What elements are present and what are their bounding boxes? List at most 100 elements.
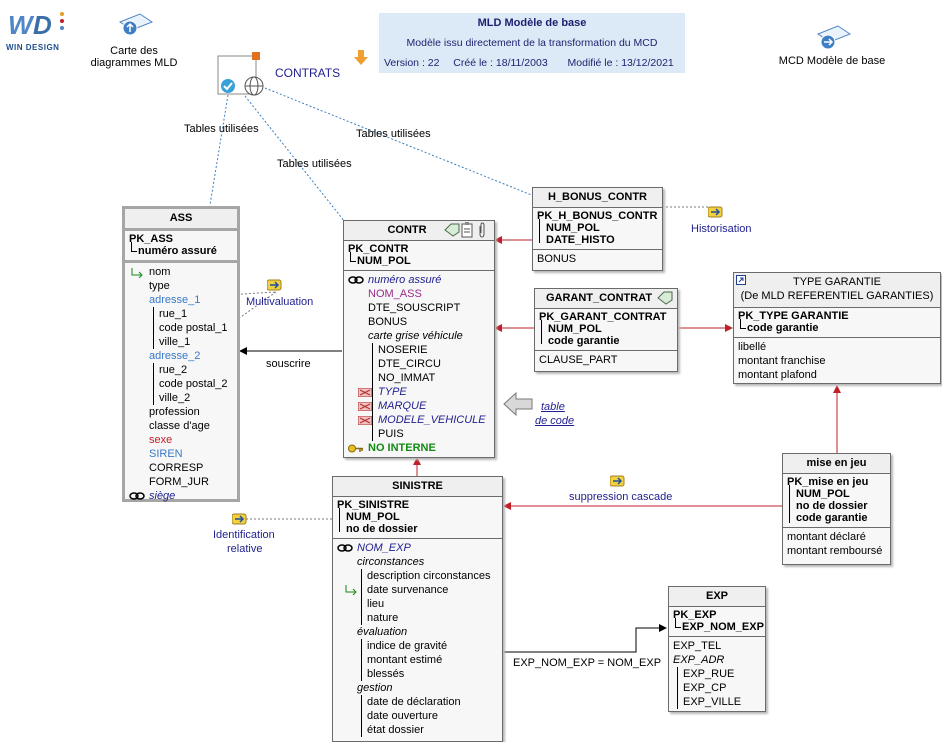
tables-utilisees-label-1: Tables utilisées	[184, 123, 259, 135]
mise-en-jeu-col-declare: montant déclaré	[787, 531, 866, 543]
model-subtitle: Modèle issu directement de la transforma…	[406, 37, 658, 49]
model-modified: Modifié le : 13/12/2021	[567, 57, 674, 69]
paperclip-icon	[479, 222, 485, 238]
historisation-label: Historisation	[691, 223, 752, 235]
table-exp-pk: PK_EXP EXP_NOM_EXP	[669, 607, 765, 637]
table-ass-title: ASS	[125, 209, 237, 231]
table-type-garantie-subtitle: (De MLD REFERENTIEL GARANTIES)	[740, 290, 934, 302]
ass-col-rue-1: rue_1	[159, 308, 188, 320]
contr-col-carte-grise: carte grise véhicule	[368, 330, 463, 342]
contr-col-modele-vehicule: MODELE_VEHICULE	[378, 414, 486, 426]
mcd-label: MCD Modèle de base	[778, 55, 886, 67]
svg-text:D: D	[33, 10, 52, 40]
table-sinistre[interactable]: SINISTRE PK_SINISTRE NUM_POL no de dossi…	[332, 476, 503, 742]
suppression-icon	[609, 474, 626, 491]
key-icon	[348, 444, 363, 453]
identification-label-1: Identification	[213, 529, 275, 541]
link-icon	[129, 492, 145, 500]
type-garantie-col-franchise: montant franchise	[738, 355, 826, 367]
table-h-bonus-contr[interactable]: H_BONUS_CONTR PK_H_BONUS_CONTR NUM_POL D…	[532, 187, 663, 271]
type-garantie-pk-name: PK_TYPE GARANTIE	[738, 310, 849, 322]
tag-icon	[444, 223, 460, 237]
h-bonus-col-bonus: BONUS	[537, 253, 577, 265]
ass-col-nom: nom	[149, 266, 171, 278]
table-contr[interactable]: CONTR PK_CONTR NUM_POL numéro assuré NOM…	[343, 220, 495, 458]
foreign-key-icon	[131, 268, 143, 278]
table-garant-contrat[interactable]: GARANT_CONTRAT PK_GARANT_CONTRAT NUM_POL…	[534, 288, 678, 372]
mise-en-jeu-pk-no-dossier: no de dossier	[796, 500, 868, 512]
sinistre-pk-num-pol: NUM_POL	[346, 511, 400, 523]
carte-diagrammes-link[interactable]: Carte des diagrammes MLD	[86, 12, 182, 69]
code-table-icon	[358, 416, 372, 425]
contrats-icon[interactable]	[216, 50, 272, 98]
model-info-box: MLD Modèle de base Modèle issu directeme…	[379, 13, 685, 73]
table-sinistre-pk: PK_SINISTRE NUM_POL no de dossier	[333, 497, 502, 539]
foreign-key-icon	[345, 585, 357, 595]
souscrire-label: souscrire	[266, 358, 311, 370]
contrats-label: CONTRATS	[275, 66, 341, 80]
sinistre-col-evaluation: évaluation	[357, 626, 408, 638]
model-title: MLD Modèle de base	[477, 17, 587, 29]
table-contr-title: CONTR	[387, 224, 427, 236]
ass-col-form-jur: FORM_JUR	[149, 476, 209, 488]
link-icon	[337, 544, 353, 552]
mise-en-jeu-col-rembourse: montant remboursé	[787, 545, 883, 557]
identification-icon	[231, 512, 248, 529]
multivaluation-icon	[266, 278, 283, 295]
tag-icon	[657, 291, 673, 305]
table-mise-en-jeu[interactable]: mise en jeu PK_mise en jeu NUM_POL no de…	[782, 453, 891, 565]
ass-col-rue-2: rue_2	[159, 364, 188, 376]
garant-pk-code-garantie: code garantie	[548, 335, 620, 347]
contr-col-no-interne: NO INTERNE	[368, 442, 436, 454]
ass-col-corresp: CORRESP	[149, 462, 204, 474]
ass-pk-name: PK_ASS	[129, 233, 174, 245]
contr-col-noserie: NOSERIE	[378, 344, 428, 356]
sinistre-col-date-ouverture: date ouverture	[367, 710, 438, 722]
contr-pk-name: PK_CONTR	[348, 243, 409, 255]
ass-col-adresse-1: adresse_1	[149, 294, 201, 306]
table-mise-en-jeu-pk: PK_mise en jeu NUM_POL no de dossier cod…	[783, 474, 890, 528]
logo-text: WIN DESIGN	[6, 43, 60, 52]
sinistre-col-lieu: lieu	[367, 598, 385, 610]
table-contr-pk: PK_CONTR NUM_POL	[344, 241, 494, 271]
clipboard-icon	[461, 222, 473, 238]
model-created: Créé le : 18/11/2003	[453, 57, 548, 69]
ass-col-cp-2: code postal_2	[159, 378, 228, 390]
table-type-garantie[interactable]: TYPE GARANTIE (De MLD REFERENTIEL GARANT…	[733, 272, 941, 384]
tables-utilisees-label-3: Tables utilisées	[356, 128, 431, 140]
contr-pk-col: NUM_POL	[357, 255, 411, 267]
multivaluation-label: Multivaluation	[246, 296, 314, 308]
type-garantie-pk-col: code garantie	[747, 322, 819, 334]
ass-col-siege: siège	[149, 490, 176, 502]
ass-col-classe-age: classe d'age	[149, 420, 210, 432]
contr-col-numero-assure: numéro assuré	[368, 274, 442, 286]
garant-pk-name: PK_GARANT_CONTRAT	[539, 311, 667, 323]
contr-col-bonus: BONUS	[368, 316, 408, 328]
table-mise-en-jeu-title: mise en jeu	[783, 454, 890, 474]
external-link-icon	[736, 275, 746, 285]
contr-col-puis: PUIS	[378, 428, 404, 440]
table-de-code-label-1[interactable]: table	[541, 401, 565, 413]
garant-col-clause-part: CLAUSE_PART	[539, 354, 618, 366]
ass-col-profession: profession	[149, 406, 200, 418]
sinistre-col-date-declaration: date de déclaration	[367, 696, 461, 708]
down-arrow-icon	[354, 50, 368, 69]
ass-col-sexe: sexe	[149, 434, 173, 446]
sinistre-col-etat-dossier: état dossier	[367, 724, 424, 736]
table-type-garantie-pk: PK_TYPE GARANTIE code garantie	[734, 308, 940, 338]
suppression-cascade-label: suppression cascade	[569, 491, 673, 503]
exp-pk-col: EXP_NOM_EXP	[682, 621, 764, 633]
historisation-icon	[707, 205, 724, 222]
h-bonus-pk-date-histo: DATE_HISTO	[546, 234, 615, 246]
contr-col-marque: MARQUE	[378, 400, 427, 412]
mcd-link[interactable]: MCD Modèle de base	[776, 24, 888, 67]
table-h-bonus-pk: PK_H_BONUS_CONTR NUM_POL DATE_HISTO	[533, 208, 662, 250]
model-version: Version : 22	[384, 57, 440, 69]
table-ass[interactable]: ASS PK_ASS numéro assuré nom type adress…	[122, 206, 240, 502]
carte-label-2: diagrammes MLD	[90, 57, 178, 69]
table-ass-pk: PK_ASS numéro assuré	[125, 231, 237, 263]
table-exp[interactable]: EXP PK_EXP EXP_NOM_EXP EXP_TEL EXP_ADR E…	[668, 586, 766, 712]
sinistre-pk-name: PK_SINISTRE	[337, 499, 410, 511]
type-garantie-col-plafond: montant plafond	[738, 369, 817, 381]
table-de-code-label-2[interactable]: de code	[535, 415, 575, 427]
